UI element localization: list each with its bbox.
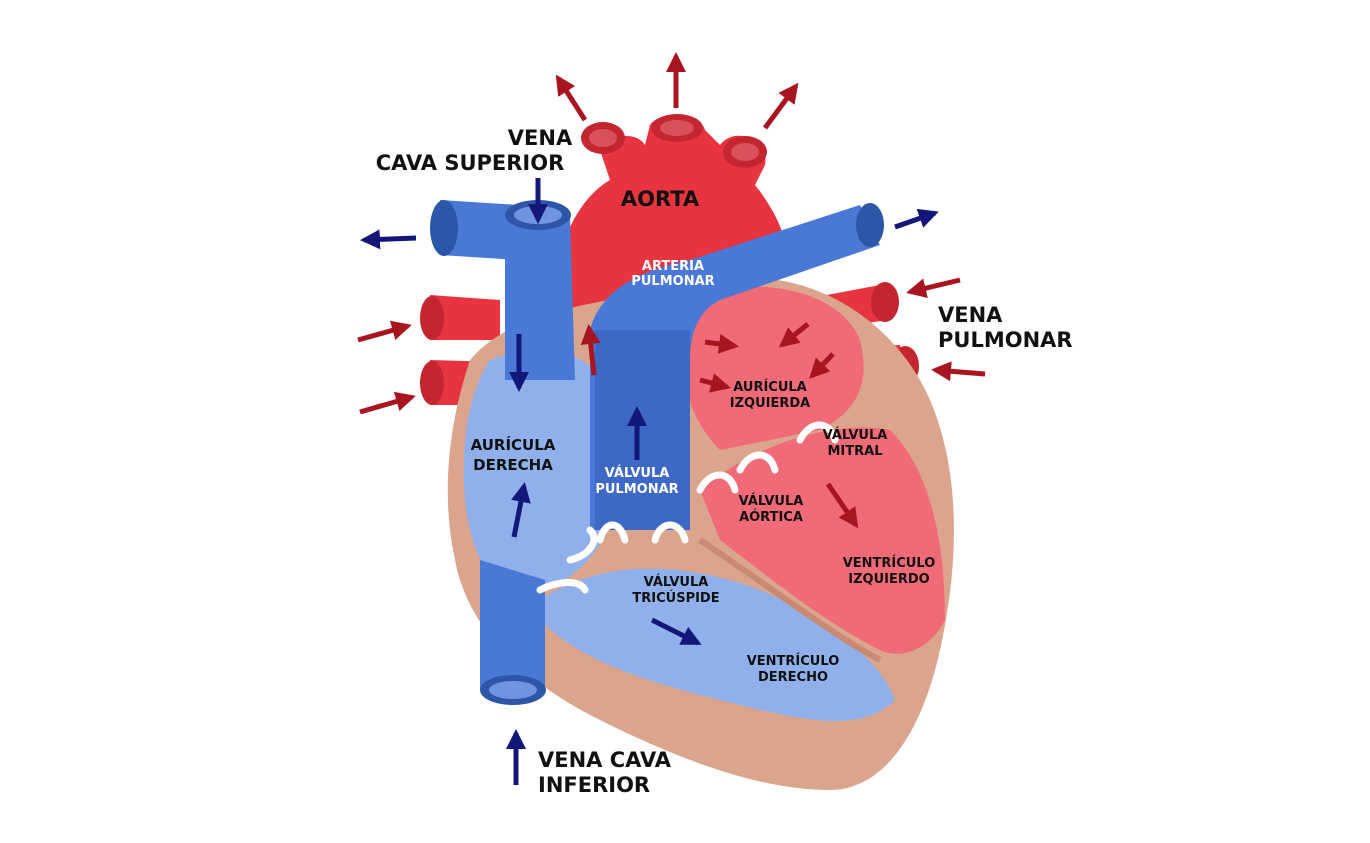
pulmonary-vein-inflow-arrow-lower-left bbox=[359, 391, 416, 415]
aorta-outflow-arrow-right bbox=[762, 82, 799, 130]
label-ventriculo-izquierdo: VENTRÍCULO IZQUIERDO bbox=[843, 555, 936, 587]
arteria-pulmonar bbox=[590, 203, 884, 530]
svg-text:PULMONAR: PULMONAR bbox=[595, 482, 678, 497]
flow-arrows-blue bbox=[360, 178, 939, 785]
vena-cava-superior bbox=[505, 200, 575, 380]
svg-text:VÁLVULA: VÁLVULA bbox=[605, 465, 670, 481]
svg-text:PULMONAR: PULMONAR bbox=[938, 328, 1073, 352]
svg-text:DERECHA: DERECHA bbox=[473, 456, 553, 474]
label-vena-cava-inferior: VENA CAVA INFERIOR bbox=[538, 748, 672, 797]
label-auricula-izquierda: AURÍCULA IZQUIERDA bbox=[730, 379, 810, 411]
svg-text:VÁLVULA: VÁLVULA bbox=[823, 427, 888, 443]
label-valvula-tricuspide: VÁLVULA TRICÚSPIDE bbox=[632, 574, 719, 606]
pulmonary-artery-outflow-arrow-right bbox=[894, 208, 939, 230]
svg-text:VÁLVULA: VÁLVULA bbox=[739, 493, 804, 509]
label-ventriculo-derecho: VENTRÍCULO DERECHO bbox=[747, 653, 840, 685]
svg-text:IZQUIERDO: IZQUIERDO bbox=[848, 572, 929, 587]
svg-text:VENTRÍCULO: VENTRÍCULO bbox=[843, 555, 936, 571]
svg-text:TRICÚSPIDE: TRICÚSPIDE bbox=[632, 590, 719, 606]
vena-cava-inferior bbox=[480, 560, 546, 705]
inferior-vena-cava-flow-arrow bbox=[511, 482, 531, 538]
pulmonary-artery-outflow-arrow-left bbox=[360, 229, 417, 250]
svg-text:ARTERIA: ARTERIA bbox=[642, 259, 704, 274]
svg-text:AURÍCULA: AURÍCULA bbox=[733, 379, 807, 395]
aorta bbox=[556, 114, 790, 330]
svg-text:VENTRÍCULO: VENTRÍCULO bbox=[747, 653, 840, 669]
svg-text:IZQUIERDA: IZQUIERDA bbox=[730, 396, 810, 411]
left-atrium-inflow-arrow-3 bbox=[809, 352, 835, 379]
pulmonary-vein-inflow-arrow-upper-left bbox=[357, 320, 412, 343]
label-vena-cava-superior: VENA CAVA SUPERIOR bbox=[376, 126, 573, 175]
heart-body bbox=[447, 277, 954, 790]
label-arteria-pulmonar: ARTERIA PULMONAR bbox=[631, 259, 714, 289]
tricuspid-flow-arrow bbox=[650, 617, 702, 646]
aortic-flow-arrow bbox=[580, 324, 601, 376]
svg-text:MITRAL: MITRAL bbox=[828, 444, 883, 459]
aorta-outflow-arrow-left bbox=[555, 74, 588, 122]
svg-text:AURÍCULA: AURÍCULA bbox=[471, 435, 556, 454]
left-atrium-inflow-arrow-2 bbox=[778, 322, 810, 348]
svg-text:INFERIOR: INFERIOR bbox=[538, 773, 650, 797]
svg-text:DERECHO: DERECHO bbox=[758, 670, 828, 685]
left-atrium-inflow-arrow-1 bbox=[704, 333, 739, 354]
mitral-flow-arrow bbox=[825, 482, 859, 529]
svg-text:VENA CAVA: VENA CAVA bbox=[538, 748, 672, 772]
svg-text:CAVA SUPERIOR: CAVA SUPERIOR bbox=[376, 151, 565, 175]
label-aorta: AORTA bbox=[621, 187, 700, 211]
svg-text:VÁLVULA: VÁLVULA bbox=[644, 574, 709, 590]
pulmonary-artery-right-branch bbox=[430, 200, 520, 260]
svg-text:PULMONAR: PULMONAR bbox=[631, 274, 714, 289]
svg-text:VENA: VENA bbox=[938, 303, 1003, 327]
svg-text:VENA: VENA bbox=[508, 126, 573, 150]
valves bbox=[536, 421, 839, 594]
left-atrium-inflow-arrow-4 bbox=[699, 373, 731, 393]
svg-text:AÓRTICA: AÓRTICA bbox=[739, 509, 803, 525]
label-auricula-derecha: AURÍCULA DERECHA bbox=[471, 435, 556, 474]
flow-arrows-red bbox=[357, 52, 986, 529]
label-valvula-pulmonar: VÁLVULA PULMONAR bbox=[595, 465, 678, 497]
pulmonary-vein-inflow-arrow-lower-right bbox=[931, 361, 986, 382]
pulmonary-vein-inflow-arrow-upper-right bbox=[906, 277, 961, 298]
label-vena-pulmonar: VENA PULMONAR bbox=[938, 303, 1073, 352]
label-valvula-mitral: VÁLVULA MITRAL bbox=[823, 427, 888, 459]
label-valvula-aortica: VÁLVULA AÓRTICA bbox=[739, 493, 804, 525]
